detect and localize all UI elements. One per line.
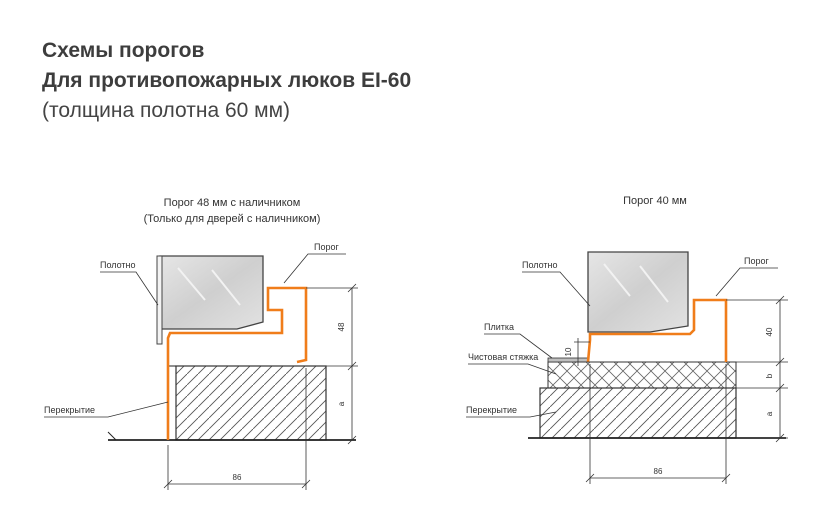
right-dim-screed: b (765, 373, 774, 378)
right-slab (539, 387, 737, 439)
right-screed (547, 361, 737, 389)
left-dim-height: 48 (337, 322, 346, 331)
right-caption: Порог 40 мм (623, 195, 687, 207)
left-caption-1: Порог 48 мм с наличником (164, 197, 301, 209)
left-diagram: Порог 48 мм с наличником (Только для две… (44, 197, 358, 490)
right-dim-tile: 10 (564, 347, 573, 356)
right-label-floor: Перекрытие (466, 405, 517, 415)
right-dim-lower: а (765, 411, 774, 416)
page-note: (толщина полотна 60 мм) (42, 99, 291, 122)
right-dim-width: 86 (654, 467, 663, 476)
title-block: Схемы порогов Для противопожарных люков … (42, 36, 411, 126)
right-label-tile: Плитка (484, 322, 514, 332)
left-dim-lower: а (337, 401, 346, 406)
right-threshold-profile (586, 298, 728, 363)
right-label-leaf: Полотно (522, 260, 558, 270)
right-label-screed: Чистовая стяжка (468, 352, 538, 362)
right-diagram: Порог 40 мм 10 40 b а 86 Полотно Порог П… (466, 195, 788, 484)
right-tile (547, 357, 589, 363)
page-subtitle: Для противопожарных люков EI-60 (42, 69, 412, 92)
page-title: Схемы порогов (42, 39, 205, 62)
right-dim-height: 40 (765, 327, 774, 336)
left-trim (156, 255, 163, 345)
left-caption-2: (Только для дверей с наличником) (144, 213, 321, 225)
left-label-leaf: Полотно (100, 260, 136, 270)
right-label-threshold: Порог (744, 256, 769, 266)
left-label-floor: Перекрытие (44, 405, 95, 415)
left-label-threshold: Порог (314, 242, 339, 252)
left-dim-width: 86 (233, 473, 242, 482)
left-threshold-profile (166, 286, 308, 440)
left-slab (175, 365, 327, 441)
right-door-leaf (587, 251, 689, 333)
left-door-leaf (159, 255, 264, 330)
